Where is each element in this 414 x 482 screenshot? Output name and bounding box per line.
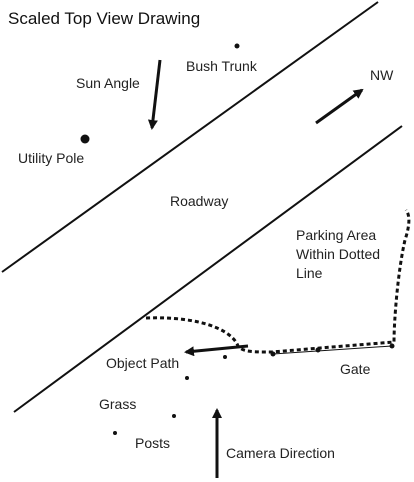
parking-area-label-line-3: Line [296, 265, 323, 281]
gate-label: Gate [340, 361, 371, 377]
roadway-upper-edge [1, 1, 379, 273]
parking-area-label-line-1: Parking Area [296, 227, 376, 243]
gate-post [315, 347, 321, 353]
post-marker [113, 431, 117, 435]
utility-pole-label: Utility Pole [18, 150, 84, 166]
post-marker [185, 376, 189, 380]
sun-angle-label: Sun Angle [76, 75, 140, 91]
diagram-title: Scaled Top View Drawing [8, 9, 200, 28]
bush-trunk-label: Bush Trunk [186, 58, 258, 74]
grass-label: Grass [99, 396, 136, 412]
parking-area-label-line-2: Within Dotted [296, 246, 380, 262]
post-marker [172, 414, 176, 418]
roadway-lower-edge [13, 125, 403, 413]
nw-arrow [315, 88, 364, 125]
roadway-label: Roadway [170, 193, 228, 209]
object-path-arrow [184, 344, 249, 357]
post-marker [223, 355, 227, 359]
nw-label: NW [370, 67, 394, 83]
gate-post [389, 343, 395, 349]
object-path-label: Object Path [106, 355, 179, 371]
sun-angle-arrow [147, 59, 162, 130]
bush-trunk-marker [234, 43, 240, 49]
gate-line [272, 345, 393, 355]
posts-label: Posts [135, 435, 170, 451]
parking-area-dotted-boundary [145, 209, 411, 354]
utility-pole-marker [80, 134, 90, 144]
camera-direction-label: Camera Direction [226, 445, 335, 461]
gate-post [270, 351, 276, 357]
